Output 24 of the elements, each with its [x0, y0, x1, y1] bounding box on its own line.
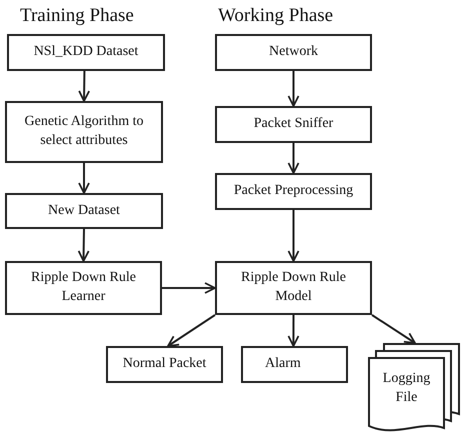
phase-heading: Working Phase: [218, 5, 334, 27]
process-box: New Dataset: [5, 193, 163, 229]
arrow: [371, 314, 416, 344]
arrow: [78, 228, 90, 262]
phase-heading: Training Phase: [20, 5, 134, 27]
arrow: [78, 163, 90, 194]
process-box: Network: [215, 34, 372, 71]
arrow: [288, 71, 300, 107]
process-box: Ripple Down Rule Learner: [5, 261, 162, 315]
process-box: Packet Preprocessing: [215, 173, 372, 210]
process-box: Alarm: [241, 346, 348, 383]
arrow: [288, 210, 300, 262]
arrow: [288, 315, 300, 347]
process-box: Ripple Down Rule Model: [215, 261, 372, 315]
node-text: Logging File: [382, 370, 432, 407]
arrow: [162, 282, 216, 294]
process-box: Normal Packet: [106, 346, 223, 383]
document-stack: [368, 343, 462, 433]
process-box: Packet Sniffer: [215, 106, 372, 143]
process-box: NSl_KDD Dataset: [7, 34, 165, 71]
arrow: [288, 143, 300, 174]
arrow: [167, 314, 216, 347]
process-box: Genetic Algorithm to select attributes: [5, 101, 163, 163]
arrow: [78, 70, 90, 102]
